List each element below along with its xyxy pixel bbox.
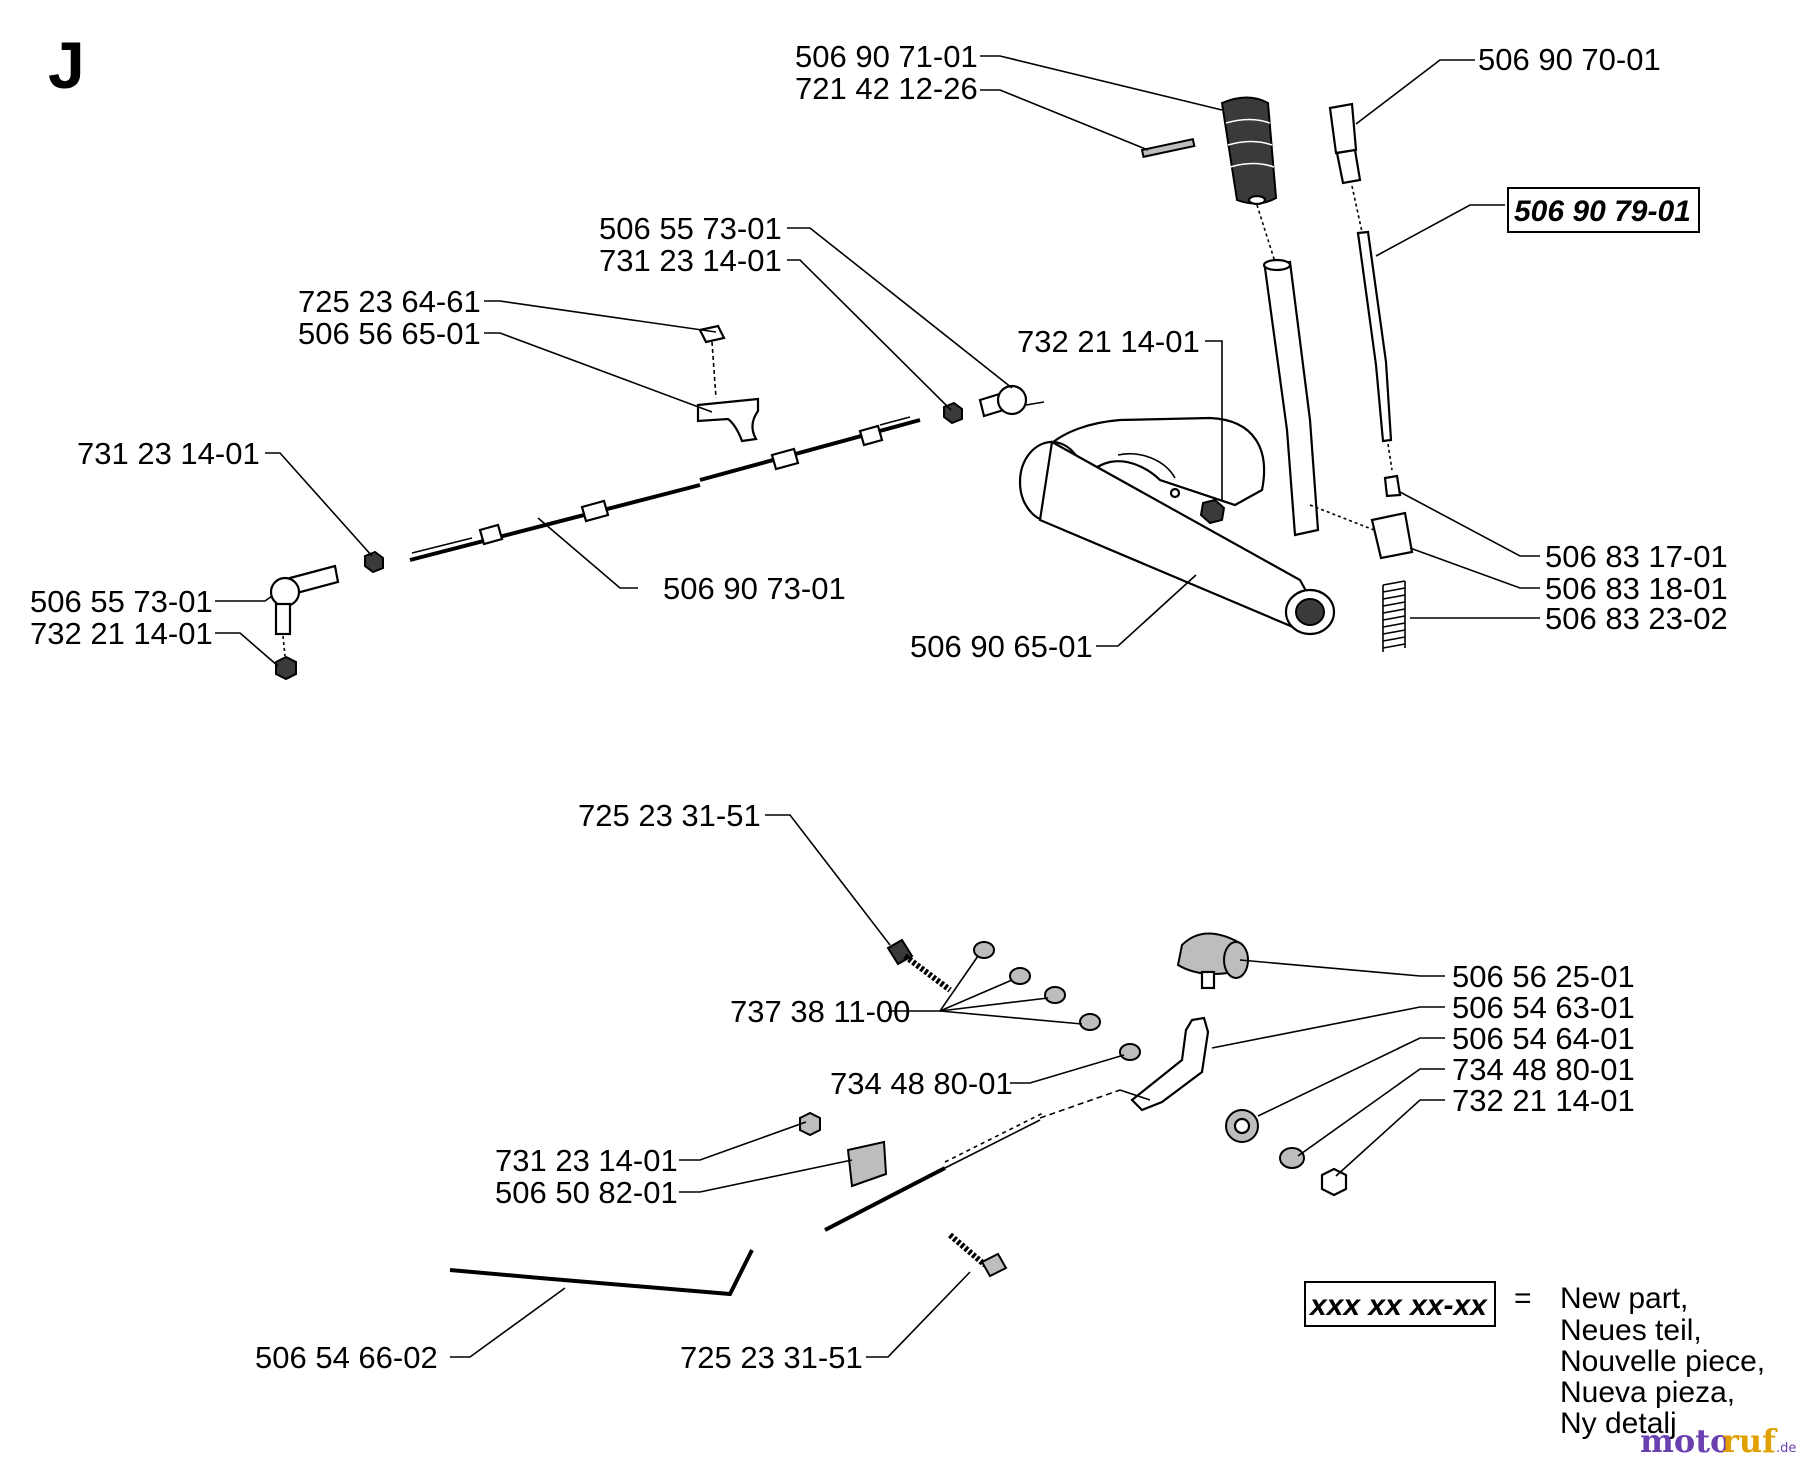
part-label: 506 90 71-01	[795, 39, 978, 74]
legend-line: Nouvelle piece,	[1560, 1345, 1765, 1378]
washer-part	[1044, 986, 1066, 1004]
part-label: 506 90 70-01	[1478, 42, 1661, 77]
right-ball-joint-part	[978, 384, 1045, 418]
lower-screw-part	[948, 1232, 1008, 1278]
part-label: 725 23 64-61	[298, 284, 481, 319]
cap-part	[1383, 474, 1402, 498]
legend-box	[1304, 1281, 1496, 1327]
lower-washer-part	[1279, 1147, 1305, 1169]
part-label: 731 23 14-01	[599, 243, 782, 278]
bracket-part	[846, 1140, 888, 1188]
part-label: 731 23 14-01	[77, 436, 260, 471]
part-label: 506 83 17-01	[1545, 539, 1728, 574]
spring-part	[1382, 580, 1406, 652]
washer-part	[1009, 967, 1031, 985]
washer-part	[1119, 1043, 1141, 1061]
part-label: 506 55 73-01	[599, 211, 782, 246]
throttle-cable-part	[449, 1089, 1151, 1297]
watermark-part1: moto	[1640, 1422, 1731, 1460]
upper-screw-part	[886, 938, 952, 993]
watermark-part2: ruf	[1722, 1422, 1778, 1460]
part-label: 734 48 80-01	[830, 1066, 1013, 1101]
clamp-part	[696, 324, 760, 443]
part-labels: 506 90 71-01 721 42 12-26 506 90 70-01 5…	[30, 39, 1728, 1375]
watermark-suffix: .de	[1776, 1441, 1796, 1456]
knob-part	[1220, 96, 1278, 263]
bushing-part	[1225, 1109, 1259, 1143]
lever-arm-part	[1130, 1016, 1210, 1112]
part-label: 506 55 73-01	[30, 584, 213, 619]
upper-assembly	[269, 96, 1414, 681]
section-letter: J	[48, 28, 85, 102]
new-part-box	[1507, 187, 1700, 233]
part-label: 506 54 63-01	[1452, 990, 1635, 1025]
legend-line: Ny detalj	[1560, 1407, 1677, 1440]
upper-leaders	[215, 55, 1540, 667]
shift-lever-part	[1018, 258, 1336, 636]
part-label: 721 42 12-26	[795, 71, 978, 106]
part-label: 506 54 66-02	[255, 1340, 438, 1375]
part-label: 725 23 31-51	[680, 1340, 863, 1375]
legend-equals: =	[1514, 1282, 1532, 1315]
part-label: 732 21 14-01	[1017, 324, 1200, 359]
part-label: 506 54 64-01	[1452, 1021, 1635, 1056]
part-label: 506 50 82-01	[495, 1175, 678, 1210]
part-label: 506 83 23-02	[1545, 601, 1728, 636]
part-label: 506 90 65-01	[910, 629, 1093, 664]
part-label: 506 83 18-01	[1545, 571, 1728, 606]
part-label: 737 38 11-00	[730, 994, 910, 1029]
watermark-logo: moto ruf .de	[1640, 1422, 1796, 1460]
legend-line: New part,	[1560, 1282, 1688, 1315]
new-part-label: 506 90 79-01	[1514, 195, 1691, 228]
part-label: 506 56 65-01	[298, 316, 481, 351]
pin-part	[1140, 138, 1196, 159]
plate-part	[1370, 511, 1414, 560]
lever-knob-part	[1176, 932, 1249, 990]
lower-nut-part	[1320, 1167, 1348, 1197]
washer-part	[973, 941, 995, 959]
legend-line: Nueva pieza,	[1560, 1376, 1735, 1409]
small-knob-part	[1328, 102, 1363, 233]
part-label: 731 23 14-01	[495, 1143, 678, 1178]
lower-leaders	[450, 814, 1445, 1358]
part-label: 506 56 25-01	[1452, 959, 1635, 994]
cable-part	[409, 416, 921, 562]
washer-part	[1079, 1013, 1101, 1031]
small-nut-part	[799, 1111, 821, 1137]
part-label: 725 23 31-51	[578, 798, 761, 833]
part-label: 732 21 14-01	[1452, 1083, 1635, 1118]
legend-placeholder: xxx xx xx-xx	[1308, 1289, 1488, 1322]
rod-part	[1356, 230, 1393, 443]
left-ball-joint-part	[269, 564, 340, 681]
legend-line: Neues teil,	[1560, 1314, 1702, 1347]
lower-assembly	[449, 932, 1348, 1297]
legend: xxx xx xx-xx = New part, Neues teil, Nou…	[1304, 1281, 1765, 1440]
part-label: 506 90 73-01	[663, 571, 846, 606]
part-label: 734 48 80-01	[1452, 1052, 1635, 1087]
left-nut-part	[364, 550, 384, 574]
part-label: 732 21 14-01	[30, 616, 213, 651]
